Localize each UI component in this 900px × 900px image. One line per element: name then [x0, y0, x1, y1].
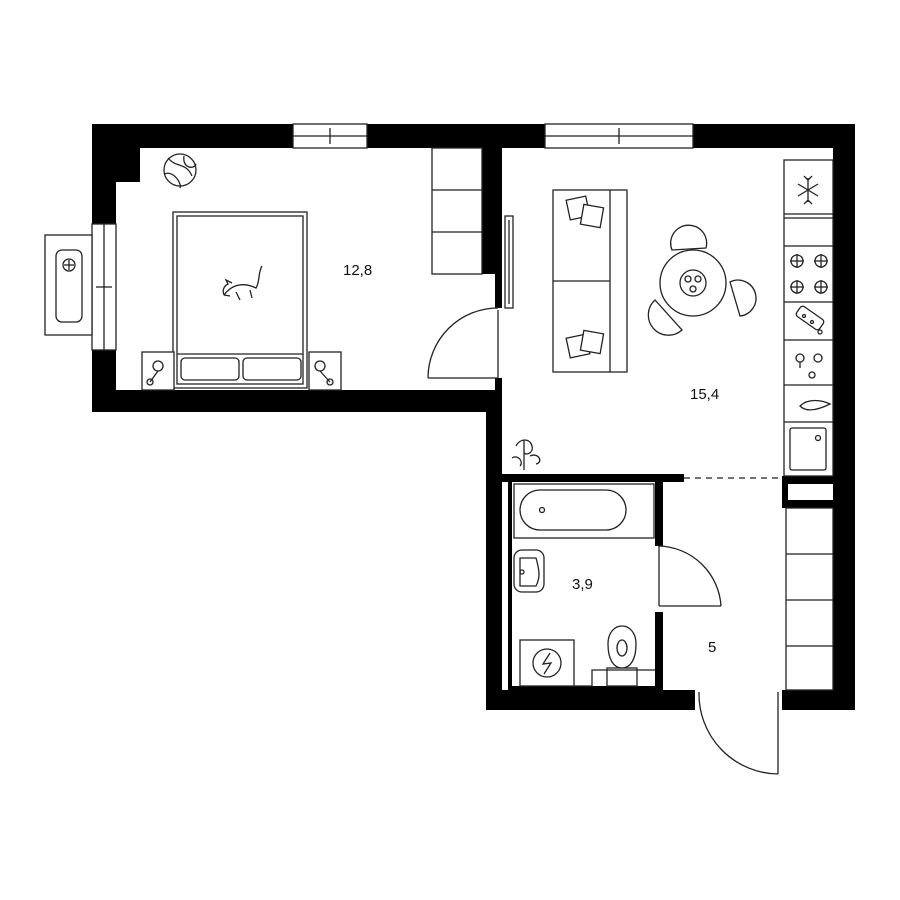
- windows: [91, 123, 694, 351]
- bathroom-door: [658, 545, 722, 607]
- area-label-hallway: 5: [708, 639, 716, 656]
- bedroom-door: [427, 307, 499, 379]
- stove-icon: [784, 245, 833, 303]
- balcony-unit: [44, 234, 93, 336]
- nightstand-left: [141, 351, 175, 391]
- hallway-closet: [785, 507, 834, 691]
- fridge: [784, 175, 833, 219]
- bedroom-furniture: [141, 147, 483, 391]
- doors: [427, 307, 779, 775]
- entrance-door: [698, 691, 779, 775]
- dining-table: [647, 224, 757, 336]
- area-label-bathroom: 3,9: [572, 576, 593, 593]
- living-furniture: [504, 189, 757, 470]
- cutting-board-icon: [784, 305, 833, 341]
- area-labels: 12,8 15,4 3,9 5: [343, 262, 719, 656]
- bathtub-icon: [513, 483, 655, 539]
- sink-icon: [789, 427, 827, 471]
- wardrobe: [431, 147, 483, 275]
- utensils-icon: [784, 353, 833, 386]
- toilet-icon: [606, 625, 638, 687]
- plant-icon: [163, 153, 197, 189]
- sofa: [552, 189, 628, 373]
- cat-icon: [222, 265, 263, 301]
- washing-machine-icon: [519, 639, 655, 687]
- tv-icon: [504, 215, 514, 309]
- washbasin-icon: [513, 549, 545, 593]
- nightstand-right: [308, 351, 342, 391]
- walls: [92, 124, 855, 710]
- bathroom-fixtures: [513, 483, 655, 687]
- area-label-bedroom: 12,8: [343, 262, 372, 279]
- plant-icon: [511, 439, 541, 470]
- drop-icon: [784, 399, 833, 423]
- area-label-living-kitchen: 15,4: [690, 386, 719, 403]
- kitchen: [783, 159, 834, 477]
